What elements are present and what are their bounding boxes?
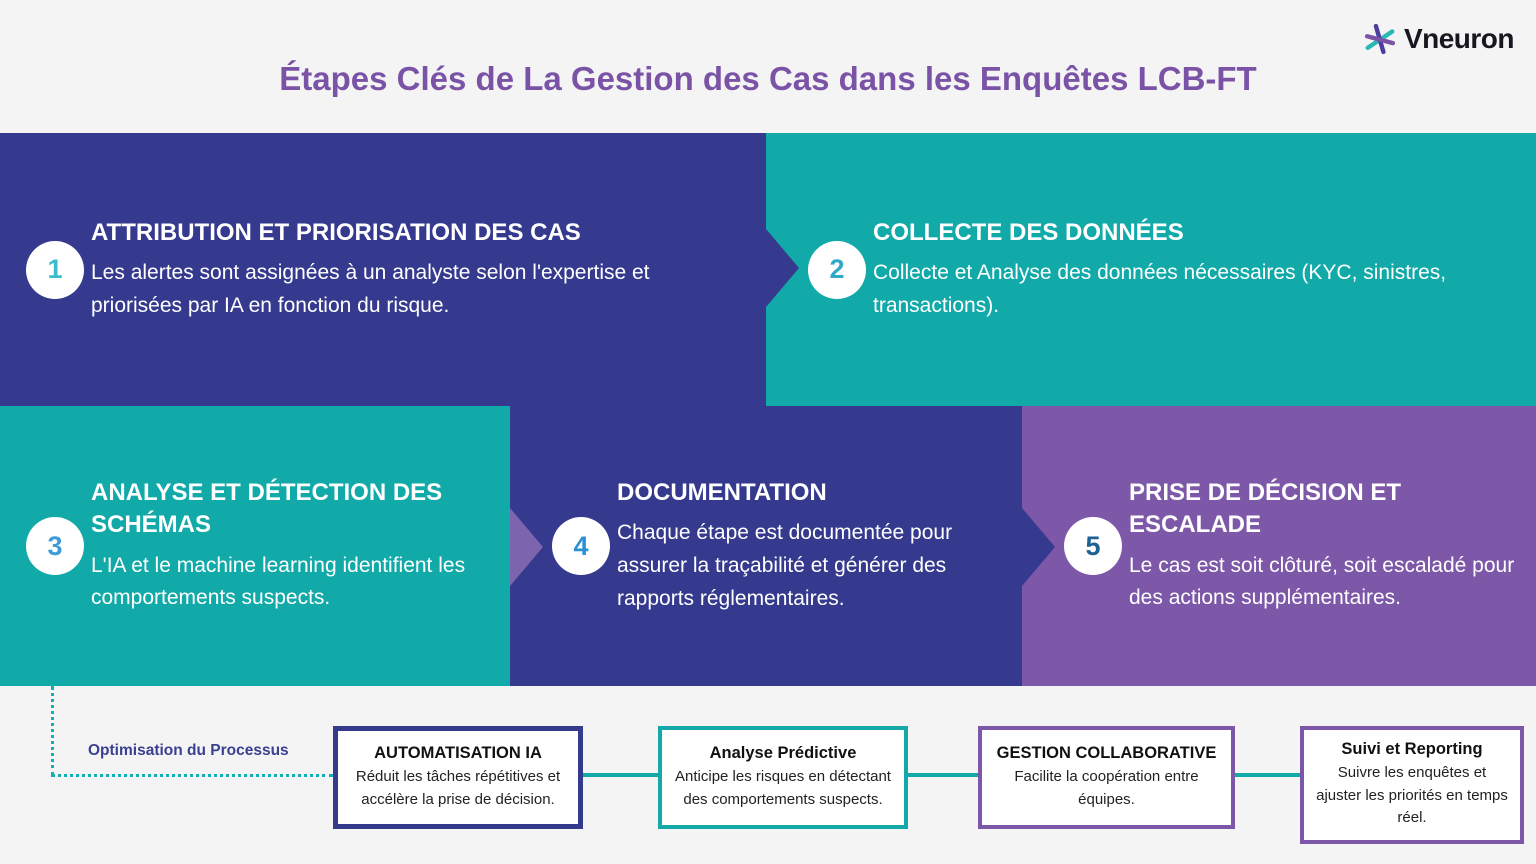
step-4-number-badge: 4 [552,517,610,575]
step-4-description: Chaque étape est documentée pour assurer… [617,521,953,610]
bottom-box-description: Suivre les enquêtes et ajuster les prior… [1316,764,1508,826]
steps-row-1: 1 ATTRIBUTION ET PRIORISATION DES CAS Le… [0,133,1536,406]
step-2-content: COLLECTE DES DONNÉES Collecte et Analyse… [873,217,1478,323]
arrow-step1-to-step2-icon [766,229,799,307]
step-3-title: ANALYSE ET DÉTECTION DES SCHÉMAS [91,478,443,539]
step-3-number-badge: 3 [26,517,84,575]
page-title: Étapes Clés de La Gestion des Cas dans l… [279,60,1257,97]
step-1-block: 1 ATTRIBUTION ET PRIORISATION DES CAS Le… [0,133,766,406]
bottom-box-title: GESTION COLLABORATIVE [996,744,1217,762]
bottom-box-analyse-predictive: Analyse Prédictive Anticipe les risques … [658,726,908,829]
box-connector-line [1235,773,1300,777]
step-1-content: ATTRIBUTION ET PRIORISATION DES CAS Les … [91,217,676,323]
step-2-number: 2 [829,254,845,284]
step-2-block: 2 COLLECTE DES DONNÉES Collecte et Analy… [766,133,1536,406]
step-1-number: 1 [47,254,63,284]
vneuron-star-icon [1364,23,1396,55]
vneuron-logo: Vneuron [1363,22,1515,56]
arrow-step3-to-step4-icon [510,508,543,586]
step-4-content: DOCUMENTATION Chaque étape est documenté… [617,477,1017,616]
logo-text: Vneuron [1403,23,1515,54]
step-1-title: ATTRIBUTION ET PRIORISATION DES CAS [91,218,581,246]
bottom-box-title: AUTOMATISATION IA [374,744,542,762]
steps-row-2: 3 ANALYSE ET DÉTECTION DES SCHÉMAS L'IA … [0,406,1536,686]
bottom-box-suivi-reporting: Suivi et Reporting Suivre les enquêtes e… [1300,726,1524,844]
step-4-title: DOCUMENTATION [617,478,827,506]
dashed-connector-vertical [51,686,54,776]
box-connector-line [908,773,978,777]
step-1-description: Les alertes sont assignées à un analyste… [91,260,650,317]
step-5-description: Le cas est soit clôturé, soit escaladé p… [1129,553,1515,610]
step-5-title: PRISE DE DÉCISION ET ESCALADE [1129,478,1402,539]
step-2-description: Collecte et Analyse des données nécessai… [873,260,1447,317]
step-5-number-badge: 5 [1064,517,1122,575]
bottom-box-gestion-collaborative: GESTION COLLABORATIVE Facilite la coopér… [978,726,1235,829]
bottom-box-automatisation-ia: AUTOMATISATION IA Réduit les tâches répé… [333,726,583,829]
step-3-description: L'IA et le machine learning identifient … [91,553,466,610]
bottom-box-description: Réduit les tâches répétitives et accélèr… [355,768,561,808]
step-5-content: PRISE DE DÉCISION ET ESCALADE Le cas est… [1129,477,1534,615]
step-3-number: 3 [47,530,63,561]
step-5-number: 5 [1085,530,1101,561]
step-5-block: 5 PRISE DE DÉCISION ET ESCALADE Le cas e… [1022,406,1536,686]
bottom-box-description: Facilite la coopération entre équipes. [1014,768,1199,808]
step-3-content: ANALYSE ET DÉTECTION DES SCHÉMAS L'IA et… [91,477,510,615]
arrow-step4-to-step5-icon [1022,508,1055,586]
step-2-title: COLLECTE DES DONNÉES [873,218,1184,246]
step-2-number-badge: 2 [808,240,866,299]
step-4-number: 4 [573,530,589,561]
bottom-box-title: Suivi et Reporting [1341,740,1483,758]
step-4-block: 4 DOCUMENTATION Chaque étape est documen… [510,406,1022,686]
step-1-number-badge: 1 [26,240,84,299]
optimisation-label: Optimisation du Processus [88,742,289,759]
bottom-box-title: Analyse Prédictive [709,744,857,762]
bottom-box-description: Anticipe les risques en détectant des co… [675,768,891,808]
box-connector-line [583,773,658,777]
step-3-block: 3 ANALYSE ET DÉTECTION DES SCHÉMAS L'IA … [0,406,510,686]
dashed-connector-horizontal [51,774,333,777]
